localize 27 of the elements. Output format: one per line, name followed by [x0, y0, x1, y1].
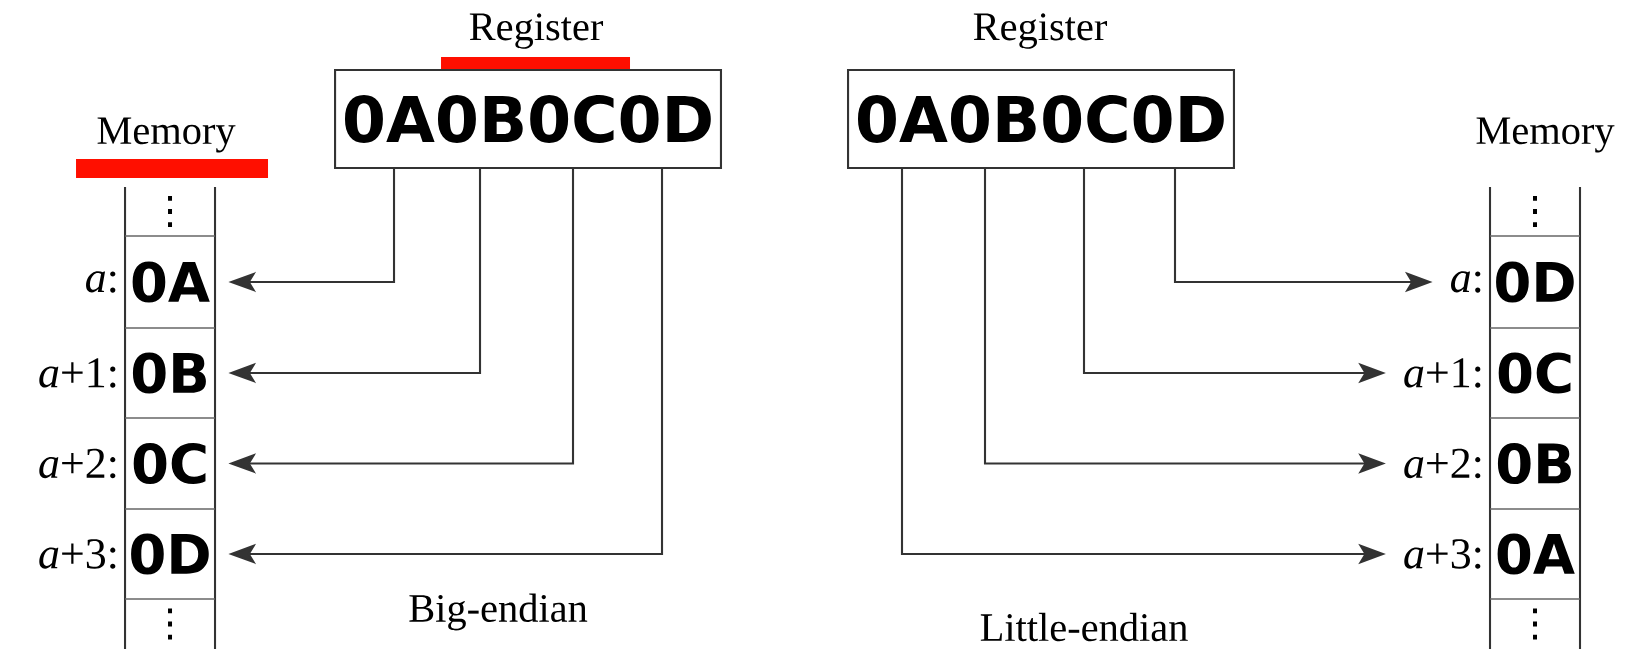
memory-cell: 0C: [133, 442, 206, 485]
node-label: Register: [469, 13, 604, 49]
node-label: Memory: [97, 117, 236, 153]
address-label: a+3:: [39, 539, 116, 569]
memory-cell: 0C: [1498, 352, 1571, 394]
register-box: Register 0A0B0C0D: [334, 13, 723, 170]
ellipsis-cell: ⋮: [168, 195, 172, 228]
memory-cell: 0A: [1497, 533, 1575, 575]
address-label: a+2:: [39, 448, 116, 479]
ellipsis-cell: ⋮: [1533, 195, 1537, 228]
memory-cell: 0B: [1497, 442, 1571, 485]
address-label: a+3:: [1404, 539, 1481, 569]
memory-cell: 0D: [1496, 261, 1574, 303]
register-box: Register 0A0B0C0D: [847, 13, 1235, 170]
address-label: a+2:: [1404, 448, 1481, 479]
memory-cell: 0B: [132, 352, 206, 394]
caption: Little-endian: [980, 612, 1188, 642]
memory-cell: 0A: [132, 261, 210, 303]
ellipsis-cell: ⋮: [168, 608, 172, 640]
caption: Big-endian: [409, 593, 588, 631]
node-label: Register: [973, 13, 1108, 49]
memory-cell: 0D: [131, 533, 209, 575]
ellipsis-cell: ⋮: [1533, 608, 1537, 640]
address-label: a:: [1451, 271, 1481, 293]
address-label: a+1:: [1404, 358, 1481, 388]
address-label: a+1:: [39, 358, 116, 388]
address-label: a:: [86, 271, 116, 293]
